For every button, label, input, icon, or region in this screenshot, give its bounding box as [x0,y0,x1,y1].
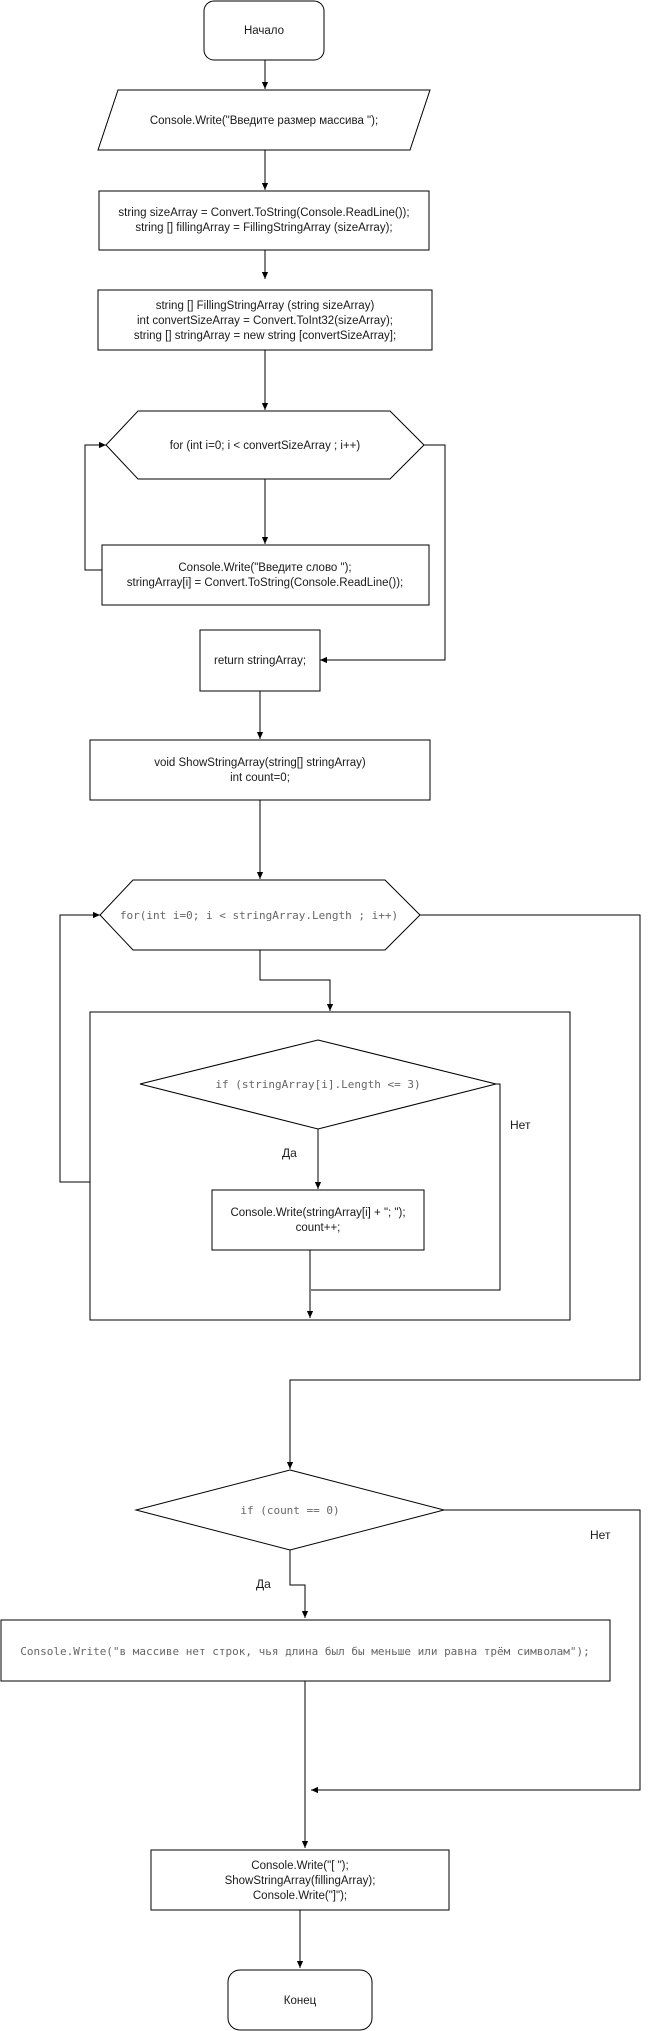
print-item-process: Console.Write(stringArray[i] + "; "); co… [211,1189,425,1251]
show-func-line-1: void ShowStringArray(string[] stringArra… [154,757,366,769]
show-function-process: void ShowStringArray(string[] stringArra… [89,739,431,801]
read-size-line-1: string sizeArray = Convert.ToString(Cons… [118,207,409,219]
read-word-line-1: Console.Write("Введите слово "); [178,562,351,574]
if-count-decision: if (count == 0) [134,1469,446,1551]
end-label: Конец [284,1995,317,2007]
read-word-process: Console.Write("Введите слово "); stringA… [101,544,430,606]
for-show-text: for(int i=0; i < stringArray.Length ; i+… [120,909,398,922]
edge-body-loop-back [59,911,100,1183]
print-result-line-2: ShowStringArray(fillingArray); [225,1875,376,1887]
for-fill-loop: for (int i=0; i < convertSizeArray ; i++… [105,410,425,480]
input-prompt-text: Console.Write("Введите размер массива ")… [150,115,378,127]
return-text: return stringArray; [214,655,306,667]
if-count-text: if (count == 0) [240,1504,339,1517]
fill-func-line-1: string [] FillingStringArray (string siz… [156,300,375,312]
print-result-process: Console.Write("[ "); ShowStringArray(fil… [150,1849,450,1911]
edge-for-exit-to-return [320,444,446,664]
if-length-decision: if (stringArray[i].Length <= 3) [139,1039,497,1130]
edge-forshow-exit [286,914,641,1469]
fill-func-line-3: string [] stringArray = new string [conv… [134,330,396,342]
edge-readword-loop-back [84,441,106,571]
end-terminator: Конец [227,1969,373,2031]
edge-iflength-no [311,1083,501,1291]
if-length-text: if (stringArray[i].Length <= 3) [215,1078,420,1091]
show-func-line-2: int count=0; [230,772,290,784]
no-rows-message-process: Console.Write("в массиве нет строк, чья … [0,1619,611,1682]
read-size-process: string sizeArray = Convert.ToString(Cons… [98,190,430,251]
return-process: return stringArray; [199,629,321,692]
print-result-line-1: Console.Write("[ "); [251,1860,348,1872]
print-result-line-3: Console.Write("]"); [253,1890,347,1902]
yes-label-length: Да [282,1146,297,1160]
for-show-loop: for(int i=0; i < stringArray.Length ; i+… [99,879,421,951]
no-label-length: Нет [510,1118,531,1132]
read-word-line-2: stringArray[i] = Convert.ToString(Consol… [127,577,403,589]
connectors [59,60,641,1968]
no-label-count: Нет [590,1528,611,1542]
edge-ifcount-yes [289,1550,309,1618]
yes-label-count: Да [256,1577,271,1591]
start-terminator: Начало [203,0,325,61]
edge-forshow-to-body [259,950,334,1011]
no-rows-message-text: Console.Write("в массиве нет строк, чья … [20,1645,590,1658]
input-size-prompt: Console.Write("Введите размер массива ")… [97,89,431,151]
print-item-line-2: count++; [296,1222,341,1234]
read-size-line-2: string [] fillingArray = FillingStringAr… [135,222,392,234]
print-item-line-1: Console.Write(stringArray[i] + "; "); [230,1207,405,1219]
fill-func-line-2: int convertSizeArray = Convert.ToInt32(s… [137,315,393,327]
start-label: Начало [244,25,284,37]
loop-body-frame [89,1011,571,1321]
for-fill-text: for (int i=0; i < convertSizeArray ; i++… [170,440,361,452]
filling-function-process: string [] FillingStringArray (string siz… [97,289,433,351]
edge-ifcount-no [311,1509,641,1794]
